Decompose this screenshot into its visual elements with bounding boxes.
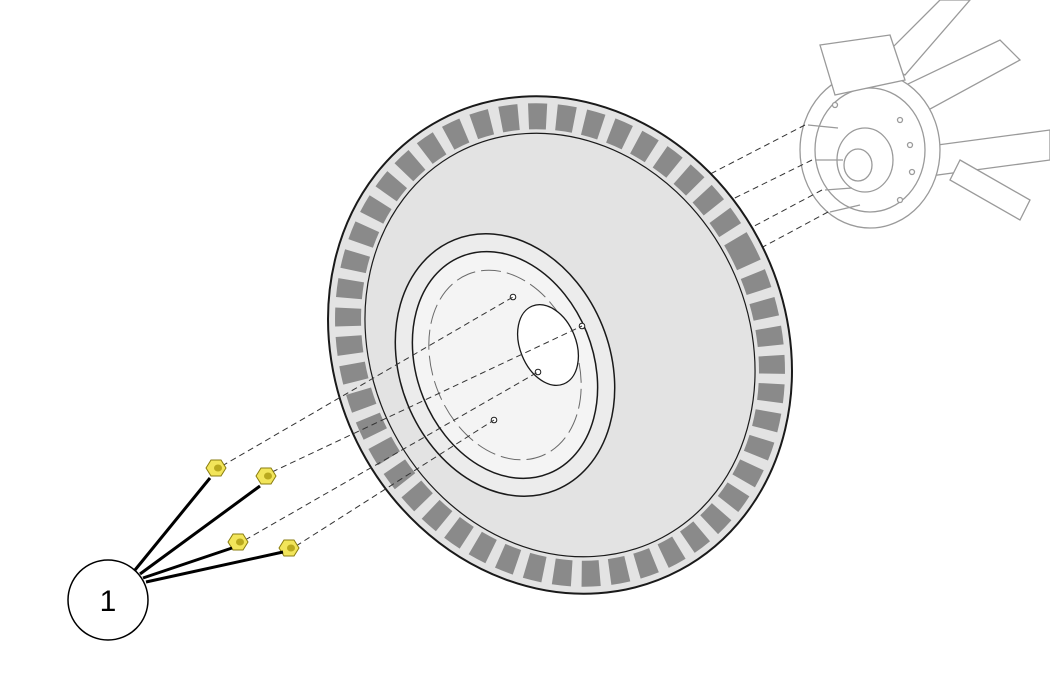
callout-leaders <box>133 477 284 584</box>
callout-1: 1 <box>67 559 149 641</box>
lug-nut-icon <box>255 467 277 485</box>
alignment-lines-lugs <box>221 296 583 547</box>
wheel-assembly <box>327 95 793 595</box>
callout-circle <box>67 559 149 641</box>
lug-nuts <box>205 459 300 557</box>
lug-nut-icon <box>227 533 249 551</box>
callout-label: 1 <box>100 585 117 618</box>
lug-nut-icon <box>205 459 227 477</box>
lug-nut-icon <box>278 539 300 557</box>
tire-tread <box>335 103 785 587</box>
rim-center-bore <box>516 304 580 386</box>
hub-assembly <box>799 0 1050 229</box>
